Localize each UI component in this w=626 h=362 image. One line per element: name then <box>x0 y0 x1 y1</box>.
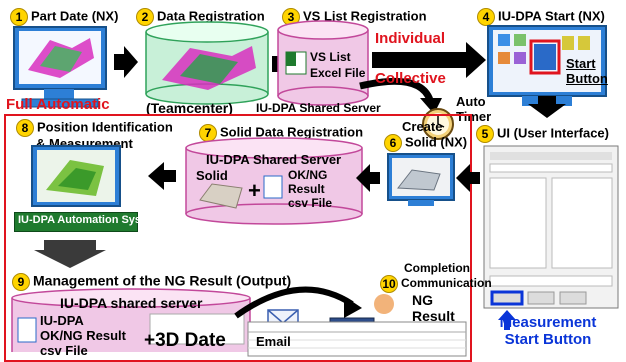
start-button-label: Start Button <box>566 56 608 86</box>
excel-file-label: Excel File <box>310 66 366 80</box>
step-2-badge: 2 <box>136 8 154 26</box>
full-automatic-label: Full Automatic <box>6 96 110 113</box>
step-4-badge: 4 <box>477 8 495 26</box>
individual-arrow-icon <box>372 42 486 78</box>
timer-label: Timer <box>456 109 492 124</box>
output-curve-arrow-icon <box>234 286 354 319</box>
measurement-monitor-icon <box>31 145 121 207</box>
okng-csv-label: OK/NG Result csv File <box>288 168 333 210</box>
arrow-4-5-icon <box>528 96 566 118</box>
solid-model-icon <box>199 183 243 209</box>
computer-monitor-icon <box>13 26 107 108</box>
solid-registration-cylinder-icon <box>185 137 363 225</box>
arrow-5-6-icon <box>456 164 480 192</box>
shared-server-mid-label: IU-DPA Shared Server <box>206 152 342 167</box>
teamcenter-label: (Teamcenter) <box>146 100 233 116</box>
measurement-start-label: Measurement Start Button <box>499 314 597 348</box>
step-8-badge: 8 <box>16 119 34 137</box>
measurement-up-arrow-icon <box>498 310 516 330</box>
okng-result-label: OK/NG Result <box>40 328 126 343</box>
arrow-7-8-icon <box>148 162 176 190</box>
ng-result-table-icon <box>247 321 467 357</box>
step-9-badge: 9 <box>12 273 30 291</box>
collective-arrow-icon <box>359 77 434 102</box>
shared-server-top-label: IU-DPA Shared Server <box>256 101 381 115</box>
step-6-badge: 6 <box>384 134 402 152</box>
collective-label: Collective <box>375 70 446 87</box>
plus-label: + <box>248 178 261 203</box>
ng-result-cylinder-icon <box>11 288 251 352</box>
arrow-8-9-icon <box>34 240 106 268</box>
arrow-1-2-icon <box>114 46 138 78</box>
ui-dialog-icon <box>483 145 619 309</box>
vs-list-cylinder-icon <box>277 20 369 106</box>
arrow-6-7-icon <box>356 164 380 192</box>
automation-system-banner <box>14 212 138 232</box>
full-automatic-frame <box>4 114 472 362</box>
shared-server-bottom-label: IU-DPA shared server <box>60 295 203 311</box>
automation-system-label: IU-DPA Automation System <box>18 214 161 226</box>
iudpa-label: IU-DPA <box>40 313 84 328</box>
csv-file-label: csv File <box>40 343 88 358</box>
nx-solid-monitor-icon <box>387 153 455 206</box>
plus-3d-date-label: +3D Date <box>144 330 226 351</box>
auto-timer-clock-icon <box>422 108 454 140</box>
individual-label: Individual <box>375 30 446 47</box>
step-10-badge: 10 <box>380 275 398 293</box>
solid-label: Solid <box>196 168 228 183</box>
step-1-badge: 1 <box>10 8 28 26</box>
vs-list-label: VS List <box>310 50 351 64</box>
ng-result-label: NG Result <box>412 292 455 324</box>
step-5-badge: 5 <box>476 125 494 143</box>
teamcenter-cylinder-icon <box>145 21 269 105</box>
csv-file-icon <box>263 175 283 199</box>
auto-label: Auto <box>456 94 486 109</box>
email-label: Email <box>256 334 291 349</box>
